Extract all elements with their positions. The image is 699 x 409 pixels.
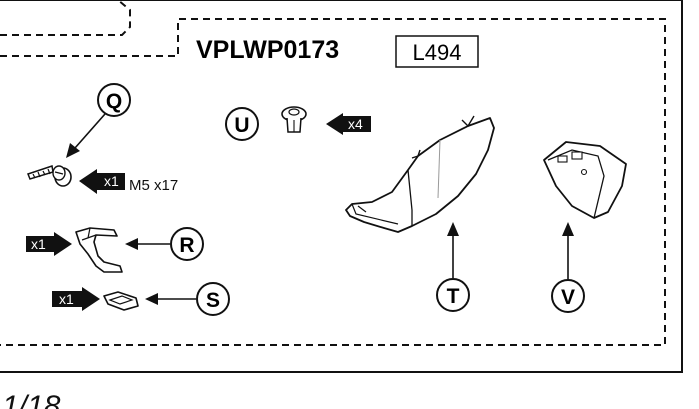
quantity-arrow-s: x1 — [52, 287, 100, 311]
kit-boundary — [0, 18, 666, 346]
svg-text:R: R — [179, 234, 194, 257]
kit-code: L494 — [413, 40, 462, 65]
callout-u: U — [225, 107, 259, 141]
screw-spec: M5 x17 — [129, 177, 178, 194]
corner-cover-icon — [543, 141, 627, 219]
leader-arrow-s — [145, 293, 196, 305]
clip-nut-icon — [103, 291, 139, 311]
kit-code-box — [395, 35, 479, 68]
leader-arrow-v — [562, 222, 574, 279]
callout-s: S — [196, 282, 230, 316]
bracket-icon — [75, 227, 123, 273]
leader-arrow-q — [66, 113, 106, 158]
leader-arrow-t — [447, 222, 459, 278]
svg-text:x4: x4 — [348, 116, 363, 132]
kit-part-number: VPLWP0173 — [196, 36, 339, 64]
svg-text:S: S — [206, 289, 220, 312]
svg-text:x1: x1 — [59, 291, 74, 307]
trim-panel-icon — [345, 115, 495, 233]
callout-v: V — [551, 279, 585, 313]
leader-arrow-r — [125, 238, 170, 250]
svg-text:x1: x1 — [31, 236, 46, 252]
callout-r: R — [170, 227, 204, 261]
outer-frame — [0, 0, 683, 373]
svg-text:Q: Q — [106, 90, 122, 113]
quantity-arrow-q: x1 — [79, 169, 125, 194]
adjacent-kit-boundary — [0, 0, 131, 36]
svg-text:V: V — [561, 286, 575, 309]
callout-t: T — [436, 278, 470, 312]
push-rivet-icon — [281, 106, 307, 133]
svg-text:T: T — [447, 285, 460, 308]
callout-q: Q — [97, 83, 131, 117]
quantity-arrow-r: x1 — [26, 232, 72, 256]
svg-text:U: U — [234, 114, 249, 137]
screw-with-washer-icon — [27, 165, 72, 187]
quantity-arrow-u: x4 — [326, 113, 371, 135]
svg-text:x1: x1 — [104, 173, 119, 189]
page-number: 1/18 — [2, 390, 61, 409]
